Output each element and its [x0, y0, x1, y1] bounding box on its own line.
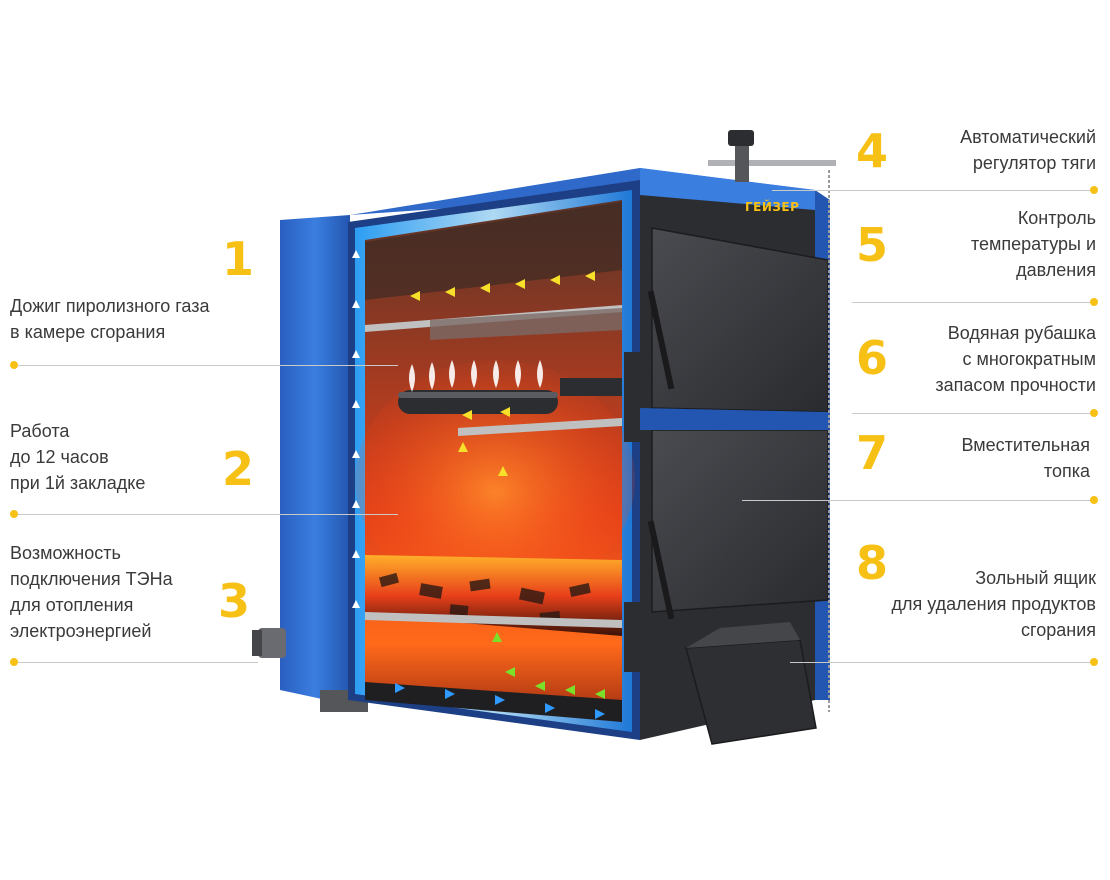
callout-7-number: 7 — [856, 426, 889, 480]
callout-2-dot — [10, 510, 18, 518]
callout-8-dot — [1090, 658, 1098, 666]
callout-7-dot — [1090, 496, 1098, 504]
callout-3-leader — [18, 662, 258, 663]
callout-1-leader — [18, 365, 398, 366]
callout-8-leader — [790, 662, 1092, 663]
callout-6-leader — [852, 413, 1092, 414]
callout-2-number: 2 — [222, 442, 255, 496]
callout-7-leader — [742, 500, 1092, 501]
callout-1-number: 1 — [222, 232, 255, 286]
callout-8-number: 8 — [856, 536, 889, 590]
callout-5-dot — [1090, 298, 1098, 306]
callout-5-number: 5 — [856, 218, 889, 272]
callout-5-leader — [852, 302, 1092, 303]
callout-6-dot — [1090, 409, 1098, 417]
callout-4-dot — [1090, 186, 1098, 194]
callout-2-leader — [18, 514, 398, 515]
callout-4-number: 4 — [856, 124, 889, 178]
callout-4-leader — [772, 190, 1092, 191]
callout-3-dot — [10, 658, 18, 666]
callout-6-number: 6 — [856, 331, 889, 385]
callout-3-number: 3 — [218, 574, 251, 628]
callout-1-dot — [10, 361, 18, 369]
brand-logo: ГЕЙЗЕР — [745, 200, 800, 214]
